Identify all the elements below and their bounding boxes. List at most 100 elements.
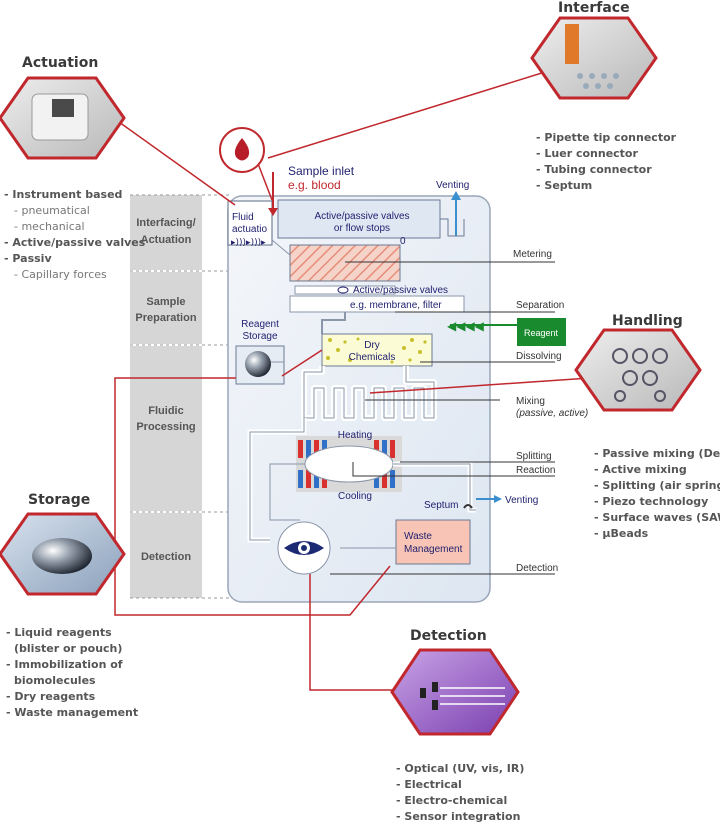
fluid-actuation-box <box>227 200 273 246</box>
dry-chemicals-dots <box>326 337 427 364</box>
detection-item: - Electro-chemical <box>396 794 507 807</box>
stage-sample-2: Preparation <box>135 312 196 324</box>
actuation-item: - Passiv <box>4 252 52 265</box>
stage-interfacing-1: Interfacing/ <box>136 217 195 229</box>
blister-pack-icon <box>32 538 92 574</box>
venting-bottom-arrowhead <box>494 495 502 503</box>
actuation-item: - Active/passive valves <box>4 236 146 249</box>
actuation-list: - Instrument based - pneumatical - mecha… <box>4 188 146 281</box>
detection-title: Detection <box>410 628 487 644</box>
stage-sample-1: Sample <box>146 296 185 308</box>
stage-column: Interfacing/ Actuation Sample Preparatio… <box>130 194 232 599</box>
valves-1-label-2: or flow stops <box>334 223 390 234</box>
pipette-tip-icon <box>565 24 579 64</box>
membrane-channel <box>289 295 465 313</box>
venting-bottom-label: Venting <box>505 495 538 506</box>
valve-zero-symbol: 0 <box>400 236 406 247</box>
reaction-in-channel <box>269 463 305 521</box>
metering-chamber <box>289 244 401 282</box>
handling-item: - µBeads <box>594 527 649 540</box>
venting-top-arrowhead <box>451 191 461 200</box>
storage-item: - Liquid reagents <box>6 626 112 639</box>
reagent-input-arrows: ◀◀◀◀ <box>447 319 485 333</box>
septum-icon <box>463 504 473 509</box>
sensor-chip-icon <box>420 682 438 710</box>
stage-interfacing-2: Actuation <box>141 234 192 246</box>
actuation-item: - pneumatical <box>14 204 90 217</box>
interface-item: - Pipette tip connector <box>536 131 677 144</box>
storage-item: - Dry reagents <box>6 690 96 703</box>
detection-item: - Sensor integration <box>396 810 520 823</box>
callout-separation: Separation <box>516 300 564 311</box>
callout-detection: Detection <box>516 563 558 574</box>
callout-splitting: Splitting <box>516 451 552 462</box>
actuation-title: Actuation <box>22 55 98 71</box>
reagent-input-box <box>517 318 566 346</box>
stage-fluidic-2: Processing <box>136 421 195 433</box>
fluid-actuation-label-2: actuatio <box>232 224 267 235</box>
handling-item: - Surface waves (SAW) <box>594 511 720 524</box>
mixer-meander-outline <box>303 366 435 419</box>
callout-dissolving: Dissolving <box>516 351 562 362</box>
handling-item: - Passive mixing (Dean) <box>594 447 720 460</box>
reaction-out-outline <box>393 463 476 511</box>
valves-1-label-1: Active/passive valves <box>314 211 409 222</box>
red-connectors <box>60 71 591 691</box>
sample-arrowhead <box>268 208 278 216</box>
interface-title: Interface <box>558 0 630 16</box>
stage-detection: Detection <box>141 551 191 563</box>
interface-hexagon <box>530 16 658 100</box>
venting-top-label: Venting <box>436 180 469 191</box>
wave-icon: ▸)))▸)))▸ <box>231 238 266 248</box>
storage-title: Storage <box>28 492 90 508</box>
membrane-label: e.g. membrane, filter <box>350 300 442 311</box>
interface-list: - Pipette tip connector - Luer connector… <box>536 131 677 192</box>
storage-item: - Immobilization of <box>6 658 123 671</box>
actuation-item: - Capillary forces <box>14 268 107 281</box>
valve-icon <box>337 286 349 294</box>
interface-item: - Luer connector <box>536 147 638 160</box>
storage-list: - Liquid reagents (blister or pouch) - I… <box>6 626 138 719</box>
storage-item: (blister or pouch) <box>14 642 122 655</box>
septum-label: Septum <box>424 500 458 511</box>
detection-hexagon <box>390 648 520 736</box>
eye-pupil <box>301 545 307 551</box>
dry-chemicals-label-2: Chemicals <box>349 352 396 363</box>
waste-label-1: Waste <box>404 531 432 542</box>
reagent-storage-label-1: Reagent <box>241 319 279 330</box>
connector-channel <box>321 312 346 334</box>
interface-item: - Septum <box>536 179 592 192</box>
handling-hexagon <box>574 328 702 412</box>
reagent-input-label: Reagent <box>524 328 559 338</box>
interface-item: - Tubing connector <box>536 163 652 176</box>
storage-item: biomolecules <box>14 674 96 687</box>
actuation-item: - mechanical <box>14 220 85 233</box>
reagent-blister <box>245 351 271 377</box>
instrument-screen-icon <box>52 99 74 117</box>
sample-inlet-label: Sample inlet <box>288 164 355 178</box>
handling-item: - Splitting (air spring) <box>594 479 720 492</box>
storage-item: - Waste management <box>6 706 138 719</box>
sample-example-label: e.g. blood <box>288 178 341 192</box>
waste-box <box>395 519 471 565</box>
connector-plate-icon <box>577 73 619 89</box>
reagent-storage-label-2: Storage <box>242 331 277 342</box>
waste-label-2: Management <box>404 544 463 555</box>
detection-item: - Optical (UV, vis, IR) <box>396 762 524 775</box>
handling-item: - Piezo technology <box>594 495 708 508</box>
callout-lines <box>330 261 555 575</box>
handling-item: - Active mixing <box>594 463 687 476</box>
actuation-item: - Instrument based <box>4 188 122 201</box>
venting-channel <box>440 218 465 237</box>
sensor-traces-icon <box>440 687 505 705</box>
heating-label: Heating <box>338 430 372 441</box>
handling-title: Handling <box>612 313 683 329</box>
blood-drop-icon <box>234 138 250 161</box>
valves-2-label: Active/passive valves <box>353 285 448 296</box>
detection-item: - Electrical <box>396 778 462 791</box>
reaction-chamber <box>304 445 394 483</box>
fluid-actuation-label-1: Fluid <box>232 212 254 223</box>
mixer-chip-icon <box>612 348 668 402</box>
detection-list: - Optical (UV, vis, IR) - Electrical - E… <box>396 762 524 823</box>
valve-channel <box>294 285 396 295</box>
